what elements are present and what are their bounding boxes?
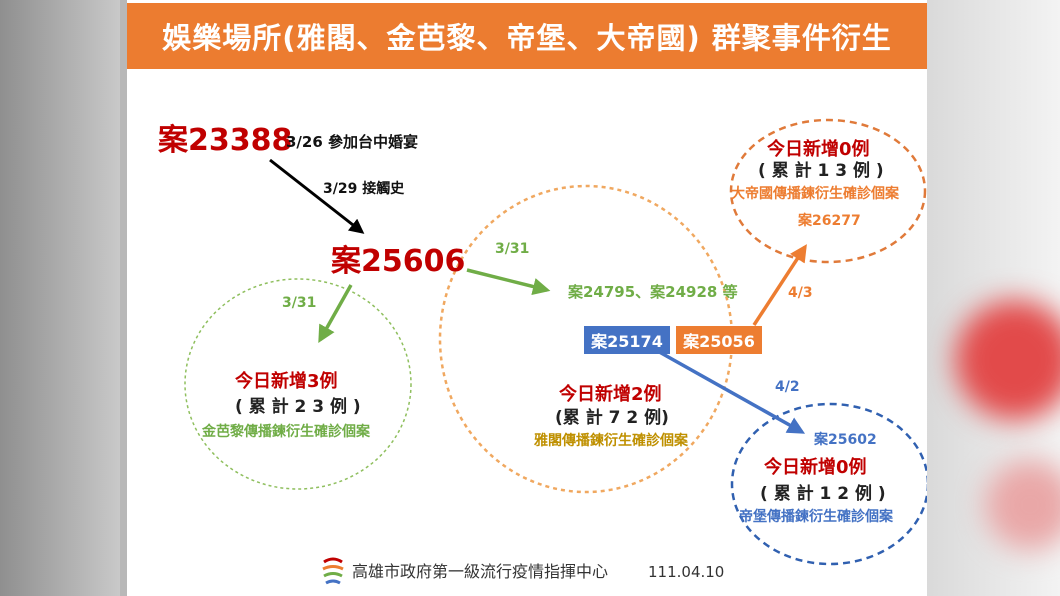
dibao-cluster-circle <box>730 402 927 566</box>
background-right <box>925 0 1060 596</box>
yage-arrow <box>466 268 551 296</box>
diagram-canvas <box>184 118 927 566</box>
yage-arrow-date: 3/31 <box>495 241 530 257</box>
dadiguo-total: ( 累 計 1 3 例 ) <box>758 161 884 181</box>
dadiguo-arrow-date: 4/3 <box>788 285 813 301</box>
dibao-from-case-box: 案25174 <box>584 326 670 354</box>
footer-org: 高雄市政府第一級流行疫情指揮中心 <box>352 562 609 581</box>
yage-cases: 案24795、案24928 等 <box>568 283 738 301</box>
dadiguo-cluster-circle <box>729 118 927 264</box>
dibao-arrow <box>653 347 806 434</box>
yage-total: (累 計 7 2 例) <box>555 408 669 428</box>
contact-arrow <box>269 158 365 234</box>
dadiguo-new-today: 今日新增0例 <box>767 139 870 160</box>
hub-case-label: 案25606 <box>331 244 466 279</box>
title-banner: 娛樂場所(雅閣、金芭黎、帝堡、大帝國) 群聚事件衍生 <box>127 3 927 69</box>
source-case-note: 3/26 參加台中婚宴 <box>286 133 419 151</box>
yage-new-today: 今日新增2例 <box>559 384 662 405</box>
background-pink-blob <box>985 460 1060 550</box>
dibao-case: 案25602 <box>814 432 877 448</box>
dibao-total: ( 累 計 1 2 例 ) <box>760 484 886 504</box>
yage-desc: 雅閣傳播鍊衍生確診個案 <box>534 433 688 449</box>
dadiguo-arrow <box>752 244 807 326</box>
footer-date: 111.04.10 <box>648 563 725 581</box>
dibao-arrow-date: 4/2 <box>775 379 800 395</box>
jinbali-cluster-circle <box>184 278 412 490</box>
dibao-desc: 帝堡傳播鍊衍生確診個案 <box>739 509 893 525</box>
jinbali-arrow-date: 3/31 <box>282 295 317 311</box>
dadiguo-desc: 大帝國傳播鍊衍生確診個案 <box>731 186 899 202</box>
background-red-blob <box>955 300 1060 420</box>
contact-arrow-label: 3/29 接觸史 <box>323 181 405 197</box>
jinbali-total: ( 累 計 2 3 例 ) <box>235 397 361 417</box>
kaohsiung-logo-icon <box>322 557 344 585</box>
dadiguo-from-case-box: 案25056 <box>676 326 762 354</box>
page-title: 娛樂場所(雅閣、金芭黎、帝堡、大帝國) 群聚事件衍生 <box>162 21 892 55</box>
jinbali-desc: 金芭黎傳播鍊衍生確診個案 <box>202 424 370 440</box>
dadiguo-case: 案26277 <box>798 213 861 229</box>
jinbali-arrow <box>318 284 353 344</box>
source-case-label: 案23388 <box>158 123 293 158</box>
dibao-new-today: 今日新增0例 <box>764 457 867 478</box>
jinbali-new-today: 今日新增3例 <box>235 371 338 392</box>
background-left <box>0 0 120 596</box>
slide: 娛樂場所(雅閣、金芭黎、帝堡、大帝國) 群聚事件衍生 案23388 3/26 參… <box>127 0 927 596</box>
